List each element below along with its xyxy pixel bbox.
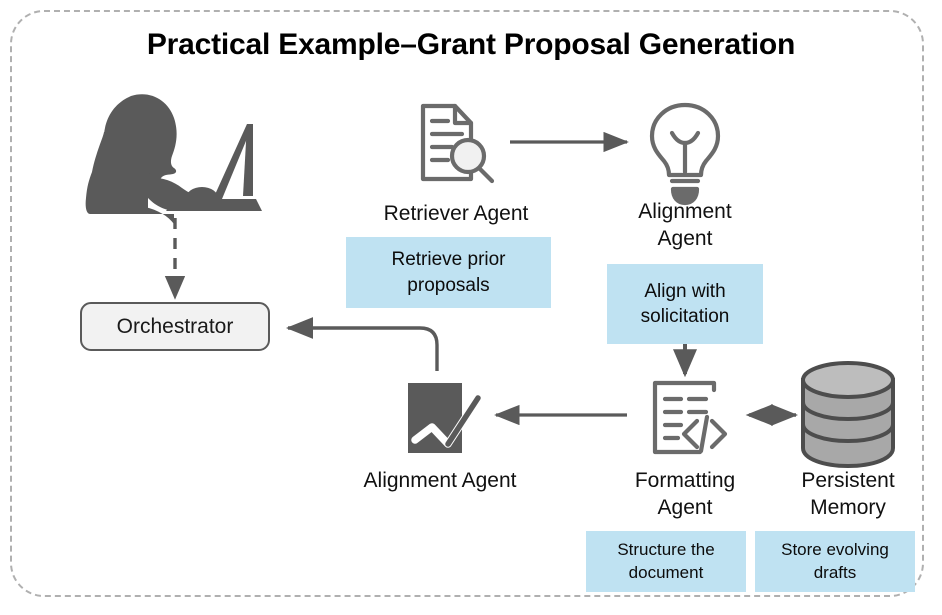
note-align-with-solicitation: Align with solicitation <box>607 264 763 344</box>
document-search-icon <box>420 103 495 184</box>
edge-alignment-to-orchestrator <box>285 317 439 371</box>
dashed-frame-border <box>10 10 924 597</box>
alignment-agent-bottom-label: Alignment Agent <box>363 469 517 492</box>
orchestrator-node[interactable]: Orchestrator <box>80 302 270 351</box>
person-laptop-icon <box>85 94 262 224</box>
database-cylinder-icon <box>801 361 895 469</box>
lightbulb-icon <box>649 102 721 206</box>
note-structure-the-document: Structure the document <box>586 531 746 592</box>
chart-trend-icon <box>408 383 482 453</box>
formatting-agent-label: Formatting Agent <box>634 469 736 519</box>
page-title: Practical Example–Grant Proposal Generat… <box>146 28 796 61</box>
orchestrator-label: Orchestrator <box>116 314 234 338</box>
alignment-agent-top-label: Alignment Agent <box>638 200 732 250</box>
retriever-agent-label: Retriever Agent <box>383 202 529 225</box>
note-store-evolving-drafts: Store evolving drafts <box>755 531 915 592</box>
note-retrieve-prior-proposals: Retrieve prior proposals <box>346 237 551 308</box>
document-code-icon <box>652 380 728 455</box>
persistent-memory-label: Persistent Memory <box>801 469 895 519</box>
